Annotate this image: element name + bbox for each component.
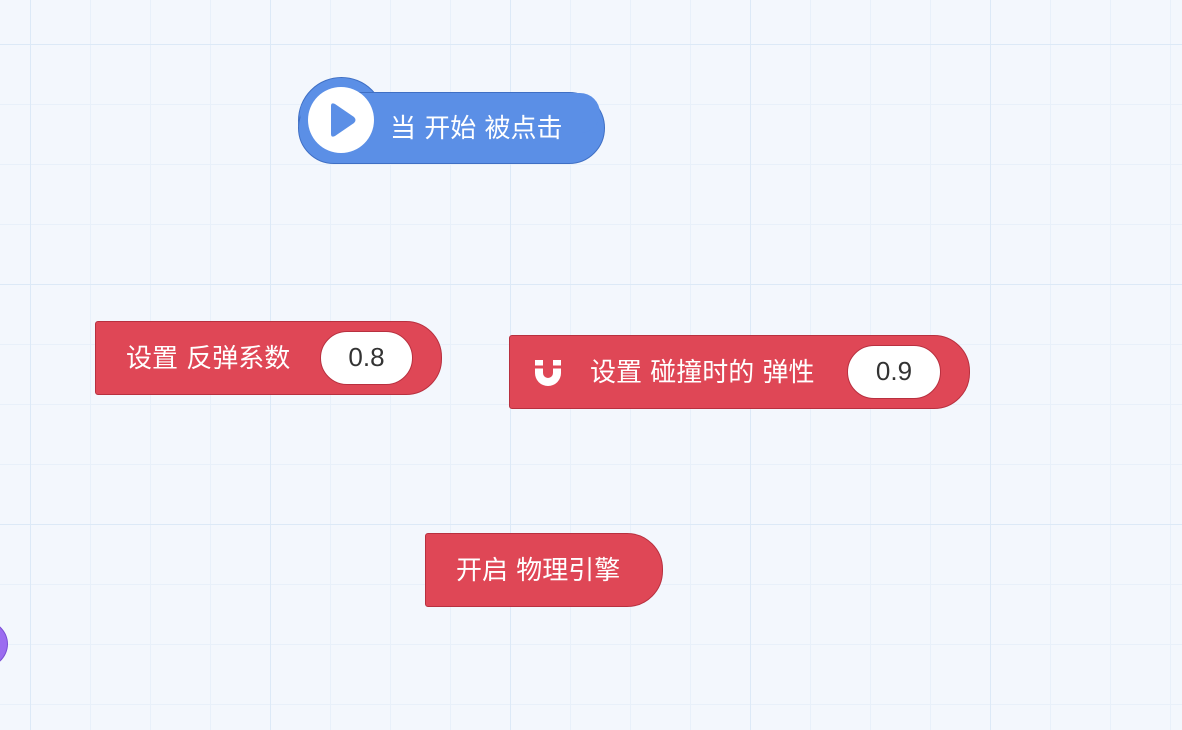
offscreen-block-edge[interactable] [0,618,8,670]
set-bounce-label: 设置 反弹系数 [126,344,291,374]
bounce-value-input[interactable]: 0.8 [320,331,413,385]
magnet-icon [532,357,564,393]
elasticity-value-input[interactable]: 0.9 [847,345,941,399]
when-start-clicked-label: 当 开始 被点击 [390,114,563,144]
set-collision-elasticity-label: 设置 碰撞时的 弹性 [590,358,815,388]
enable-physics-engine-block[interactable]: 开启 物理引擎 [425,533,663,607]
set-bounce-block[interactable]: 设置 反弹系数 0.8 [95,321,442,395]
enable-physics-engine-label: 开启 物理引擎 [456,556,621,586]
set-collision-elasticity-block[interactable]: 设置 碰撞时的 弹性 0.9 [509,335,970,409]
when-start-clicked-block[interactable]: 当 开始 被点击 [298,77,605,164]
play-icon [308,87,374,153]
